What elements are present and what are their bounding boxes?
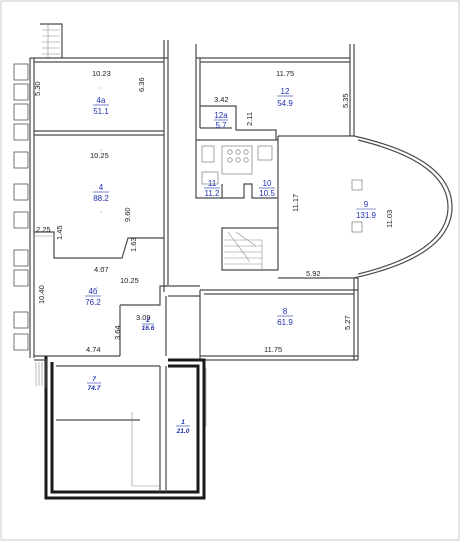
svg-text:76.2: 76.2 <box>85 298 101 307</box>
dim-10-40: 10.40 <box>37 285 46 304</box>
room-2-walls <box>164 285 200 356</box>
dim-10-25-a: 10.25 <box>90 151 109 160</box>
dim-11-75-b: 11.75 <box>264 345 282 354</box>
room-1-label: 1 21.0 <box>176 419 190 435</box>
svg-text:12a: 12a <box>214 111 228 120</box>
room-10-label: 10 10.5 <box>259 179 275 198</box>
svg-text:9: 9 <box>364 200 369 209</box>
north-east-walls <box>195 44 355 140</box>
room-4-label: 4 88.2 <box>93 183 109 203</box>
dim-11-17: 11.17 <box>291 194 300 212</box>
svg-text:1: 1 <box>181 419 185 426</box>
dim-5-92: 5.92 <box>306 269 321 278</box>
room-12a-label: 12a 5.7 <box>214 111 228 130</box>
svg-text:74.7: 74.7 <box>88 385 101 392</box>
svg-text:7: 7 <box>92 376 96 383</box>
svg-text:10: 10 <box>263 179 272 188</box>
dim-10-25-b: 10.25 <box>120 276 139 285</box>
dim-11-03: 11.03 <box>385 210 394 228</box>
svg-text:4a: 4a <box>97 96 106 105</box>
dim-11-75-a: 11.75 <box>276 69 294 78</box>
svg-text:4: 4 <box>99 183 104 192</box>
dim-5-35: 5.35 <box>341 93 350 108</box>
room-2-label: 2 16.6 <box>142 317 155 332</box>
dim-1-63: 1.63 <box>129 237 138 252</box>
svg-text:10.5: 10.5 <box>259 189 275 198</box>
dim-3-09: 3.09 <box>136 313 151 322</box>
room-8-walls <box>199 278 359 361</box>
dimension-labels: 10.23 5.30 6.36 10.25 9.60 2.25 1.45 1.6… <box>33 69 394 354</box>
room-11-label: 11 11.2 <box>204 179 220 198</box>
dim-3-42: 3.42 <box>214 95 229 104</box>
svg-text:54.9: 54.9 <box>277 99 293 108</box>
dim-10-23: 10.23 <box>92 69 111 78</box>
dim-1-45: 1.45 <box>55 225 64 240</box>
svg-text:8: 8 <box>283 307 288 316</box>
central-core-walls <box>195 139 279 271</box>
svg-text:16.6: 16.6 <box>142 325 155 332</box>
dim-9-60: 9.60 <box>123 207 132 222</box>
svg-text:12: 12 <box>281 87 290 96</box>
svg-text:88.2: 88.2 <box>93 194 109 203</box>
svg-text:11: 11 <box>208 179 217 188</box>
room-4a-label: 4a 51.1 <box>93 96 109 116</box>
svg-text:131.9: 131.9 <box>356 211 377 220</box>
svg-text:2: 2 <box>145 317 150 324</box>
dim-3-64: 3.64 <box>113 325 122 340</box>
room-12-label: 12 54.9 <box>277 87 293 108</box>
dim-5-30: 5.30 <box>33 81 42 96</box>
dim-4-74: 4.74 <box>86 345 101 354</box>
svg-text:51.1: 51.1 <box>93 107 109 116</box>
svg-text:5.7: 5.7 <box>215 121 227 130</box>
room-9-label: 9 131.9 <box>356 200 377 220</box>
svg-text:4б: 4б <box>88 287 97 296</box>
svg-text:21.0: 21.0 <box>176 428 190 435</box>
dim-2-11: 2.11 <box>245 112 254 126</box>
left-wing-walls <box>13 23 169 358</box>
dim-2-25: 2.25 <box>36 225 51 234</box>
room-4b-label: 4б 76.2 <box>85 287 101 307</box>
room-labels: 4a 51.1 4 88.2 4б 76.2 12 54.9 12a 5.7 1… <box>85 87 377 435</box>
dim-5-27: 5.27 <box>343 315 352 330</box>
lower-wing-walls <box>34 356 207 500</box>
svg-text:61.9: 61.9 <box>277 318 293 327</box>
svg-text:11.2: 11.2 <box>205 189 221 198</box>
room-8-label: 8 61.9 <box>277 307 293 327</box>
hall-9-walls <box>277 135 453 279</box>
dim-6-36: 6.36 <box>137 77 146 92</box>
dim-4-07: 4.07 <box>94 265 109 274</box>
room-7-label: 7 74.7 <box>87 376 101 392</box>
